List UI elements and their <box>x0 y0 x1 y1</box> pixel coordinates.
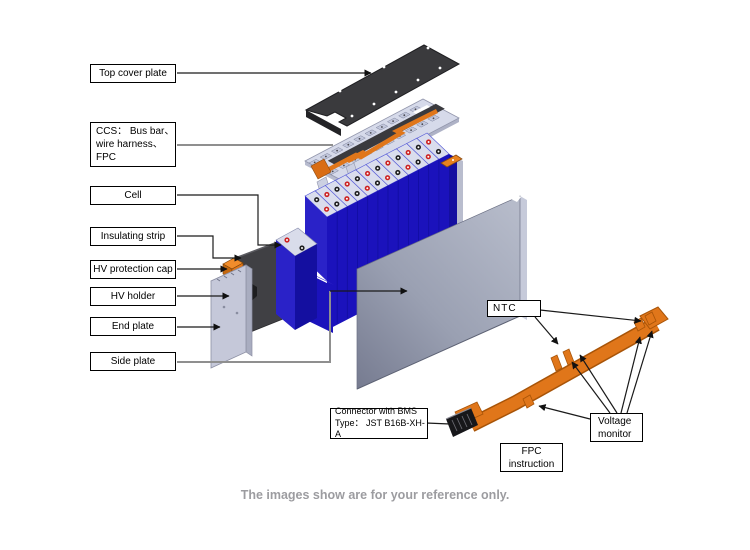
label-fpc-instruction: FPC instruction <box>500 443 563 472</box>
cell-leader <box>177 194 282 249</box>
voltage-tap <box>522 394 535 409</box>
bms-connector <box>446 408 478 437</box>
label-connector-line2: Type： JST B16B-XH-A <box>335 417 425 440</box>
insulating-strip-leader <box>177 235 242 262</box>
ccs-center-frame <box>327 103 445 166</box>
top-cover-plate-graphic <box>304 44 461 136</box>
side-plate-leader <box>177 291 331 363</box>
label-connector-line1: Connector with BMS <box>335 405 418 416</box>
label-hv-protection-cap: HV protection cap <box>90 260 176 279</box>
voltage-arrow-5 <box>626 330 654 414</box>
label-fpc-line2: instruction <box>508 458 555 470</box>
reference-caption: The images show are for your reference o… <box>240 488 510 502</box>
label-end-plate: End plate <box>90 317 176 336</box>
leader-lines <box>177 69 654 425</box>
connector-leader <box>425 422 451 425</box>
label-hv-holder: HV holder <box>90 287 176 306</box>
ccs-fpc-end <box>310 158 332 180</box>
label-cell: Cell <box>90 186 176 205</box>
label-fpc-line1: FPC <box>521 445 542 457</box>
label-ntc: NTC <box>487 300 541 317</box>
label-ccs-line1: CCS： Bus bar、 <box>96 126 175 137</box>
terminal-handle <box>440 154 463 168</box>
voltage-arrow-2 <box>571 361 611 414</box>
label-ccs-line3: FPC <box>96 152 116 163</box>
label-ccs-line2: wire harness、 <box>96 139 163 150</box>
single-cell-graphic <box>275 227 318 330</box>
voltage-arrow-1 <box>538 404 591 420</box>
cover-screw-holes <box>338 46 442 118</box>
voltage-arrow-4 <box>620 336 642 414</box>
label-insulating-strip: Insulating strip <box>90 227 176 246</box>
label-voltage-line1: Voltage <box>598 415 632 427</box>
label-side-plate: Side plate <box>90 352 176 371</box>
label-ccs: CCS： Bus bar、 wire harness、 FPC <box>90 122 176 167</box>
voltage-arrow-3 <box>579 354 618 414</box>
label-voltage-monitor: Voltage monitor <box>590 413 643 442</box>
label-connector-bms: Connector with BMS Type： JST B16B-XH-A <box>330 405 428 440</box>
label-top-cover-plate: Top cover plate <box>90 64 176 83</box>
ntc-arrow-2 <box>534 316 559 345</box>
label-ntc-text: NTC <box>493 303 517 314</box>
ntc-arrow-1 <box>539 309 642 324</box>
end-plate-graphic <box>210 264 253 369</box>
ntc-tab-1 <box>550 354 563 372</box>
label-voltage-line2: monitor <box>598 428 632 440</box>
